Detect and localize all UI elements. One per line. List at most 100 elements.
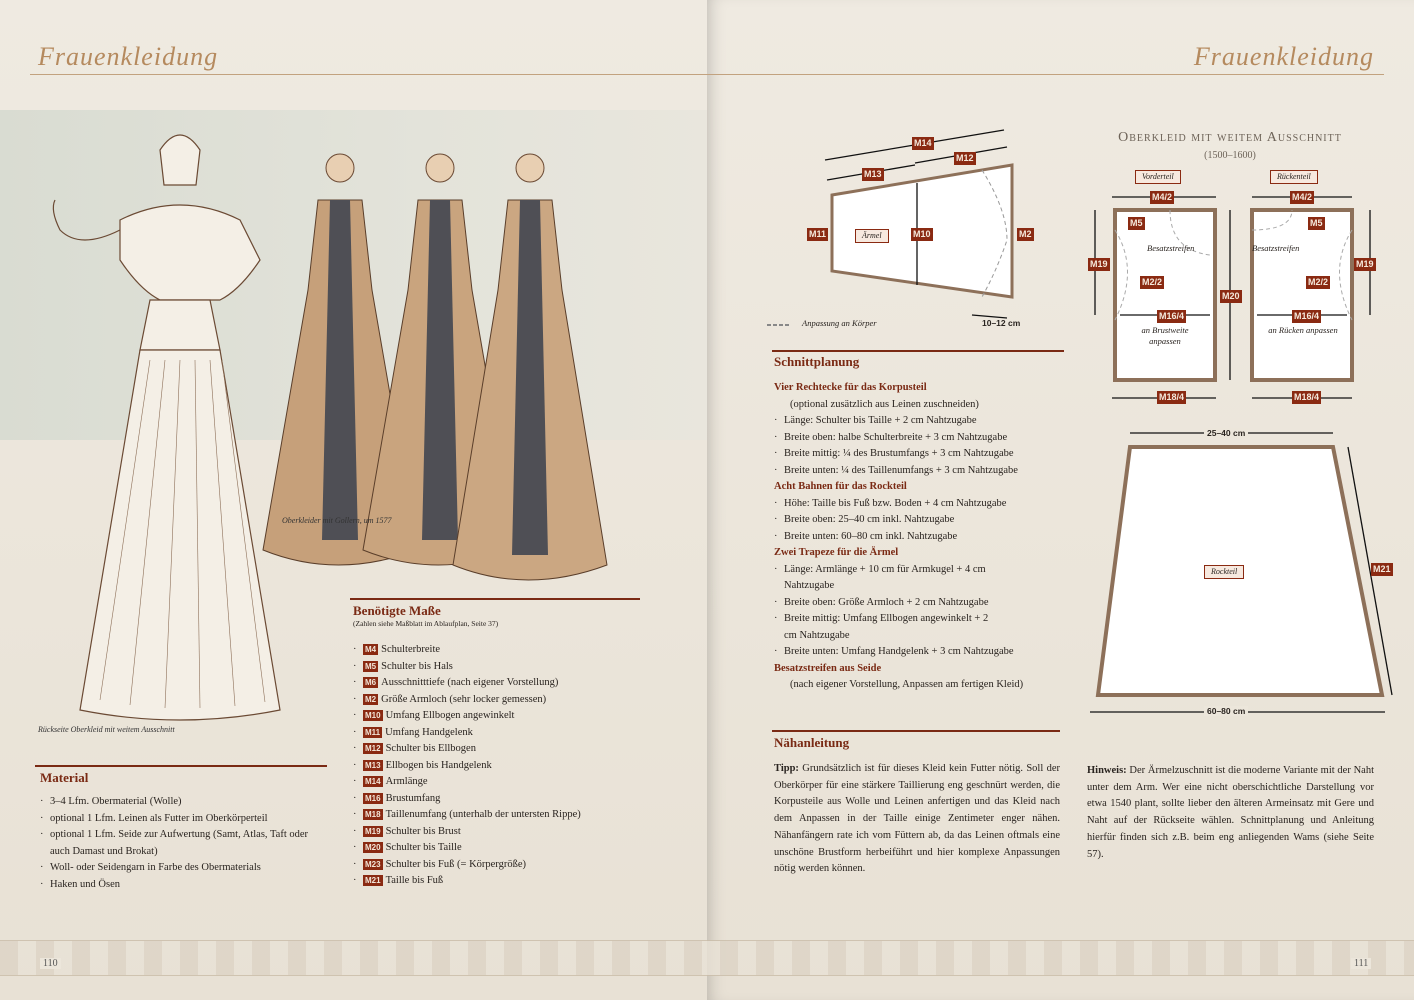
back-top: M4/2 — [1290, 191, 1315, 204]
right-page: Frauenkleidung M14 M13 M12 M11 M10 M2 Är… — [707, 0, 1414, 1000]
material-title: Material — [40, 770, 89, 785]
schnitt-item: Höhe: Taille bis Fuß bzw. Boden + 4 cm N… — [774, 496, 1074, 513]
measure-label: Schulter bis Brust — [385, 825, 461, 837]
label-m12: M12 — [954, 152, 976, 165]
measure-label: Taillenumfang (unterhalb der untersten R… — [385, 809, 581, 820]
measures-list: M4SchulterbreiteM5Schulter bis HalsM6Aus… — [353, 642, 643, 890]
measure-code: M21 — [363, 875, 383, 886]
measures-rule — [350, 598, 640, 600]
back-bottom: M18/4 — [1292, 391, 1322, 404]
naehen-text: Tipp: Grundsätzlich ist für dieses Kleid… — [774, 761, 1060, 878]
measure-label: Größe Armloch (sehr locker gemessen) — [381, 693, 547, 705]
front-trim: Besatzstreifen — [1147, 243, 1195, 253]
naehen-title: Nähanleitung — [774, 735, 850, 750]
schnitt-item: Länge: Schulter bis Taille + 2 cm Nahtzu… — [774, 413, 1074, 430]
page-number-right: 111 — [1351, 958, 1372, 969]
three-women-figures — [262, 153, 608, 581]
costume-illustration — [52, 134, 608, 721]
material-rule — [35, 765, 327, 767]
diagram-title: Oberkleid mit weitem Ausschnitt — [1118, 130, 1342, 145]
tip-label: Tipp: — [774, 763, 799, 774]
schnitt-section: Schnittplanung Vier Rechtecke für das Ko… — [774, 354, 1074, 694]
back-chest: M16/4 — [1292, 310, 1322, 323]
measure-code: M11 — [363, 726, 383, 738]
label-m14: M14 — [912, 137, 934, 150]
group-title: Besatzstreifen aus Seide — [774, 662, 882, 674]
label-m13: M13 — [862, 168, 884, 181]
back-neck: M5 — [1308, 217, 1325, 230]
naehen-section: Nähanleitung Tipp: Grundsätzlich ist für… — [774, 735, 1060, 878]
hinweis-label: Hinweis: — [1087, 765, 1127, 776]
front-side: M19 — [1088, 258, 1110, 271]
measure-label: Brustumfang — [385, 792, 441, 804]
measure-code: M6 — [363, 677, 379, 688]
measures-title: Benötigte Maße — [353, 603, 441, 618]
schnitt-item: Breite oben: halbe Schulterbreite + 3 cm… — [774, 430, 1074, 447]
tip-text: Grundsätzlich ist für dieses Kleid kein … — [774, 763, 1060, 875]
front-top: M4/2 — [1150, 191, 1175, 204]
tag-front: Vorderteil — [1135, 170, 1181, 184]
back-note: an Rücken anpassen — [1268, 325, 1338, 335]
material-item: optional 1 Lfm. Seide zur Aufwertung (Sa… — [40, 827, 330, 860]
tag-back: Rückenteil — [1270, 170, 1318, 184]
label-m11: M11 — [807, 228, 829, 241]
measure-code: M14 — [363, 776, 383, 787]
schnitt-item: Breite oben: 25–40 cm inkl. Nahtzugabe — [774, 512, 1074, 529]
front-arm: M2/2 — [1140, 276, 1165, 289]
measure-label: Schulter bis Taille — [385, 842, 462, 853]
running-head-left: Frauenkleidung — [38, 42, 219, 71]
front-bottom: M18/4 — [1157, 391, 1187, 404]
tag-skirt: Rockteil — [1204, 565, 1245, 579]
schnitt-item: Breite mittig: ¼ des Brustumfangs + 3 cm… — [774, 446, 1074, 463]
measure-label: Ausschnitttiefe (nach eigener Vorstellun… — [381, 677, 559, 688]
header-rule — [30, 74, 707, 75]
group-title: Zwei Trapeze für die Ärmel — [774, 547, 899, 558]
measure-label: Schulter bis Ellbogen — [385, 743, 476, 754]
hinweis-text: Hinweis: Der Ärmelzuschnitt ist die mode… — [1087, 763, 1374, 863]
measure-code: M23 — [363, 858, 383, 870]
material-item: optional 1 Lfm. Leinen als Futter im Obe… — [40, 811, 330, 828]
sleeve-allowance: 10–12 cm — [982, 318, 1021, 328]
schnitt-item: Breite unten: Umfang Handgelenk + 3 cm N… — [774, 644, 1074, 661]
material-section: Material 3–4 Lfm. Obermaterial (Wolle) o… — [40, 770, 330, 893]
skirt-height: M21 — [1371, 563, 1393, 576]
schnitt-title: Schnittplanung — [774, 354, 860, 369]
measure-code: M2 — [363, 693, 379, 705]
measure-code: M18 — [363, 809, 383, 820]
measure-code: M16 — [363, 792, 383, 804]
tag-sleeve: Ärmel — [855, 229, 889, 243]
skirt-top-width: 25–40 cm — [1204, 428, 1249, 438]
back-side: M19 — [1354, 258, 1376, 271]
back-trim: Besatzstreifen — [1252, 243, 1300, 253]
material-list: 3–4 Lfm. Obermaterial (Wolle) optional 1… — [40, 794, 330, 893]
measure-label: Ellbogen bis Handgelenk — [385, 759, 492, 771]
measure-code: M5 — [363, 660, 379, 672]
diagram-years: (1500–1600) — [1204, 150, 1256, 161]
measure-label: Schulterbreite — [381, 644, 441, 655]
header-rule — [707, 74, 1384, 75]
front-chest: M16/4 — [1157, 310, 1187, 323]
measure-code: M10 — [363, 710, 383, 721]
back-view-figure — [52, 134, 281, 721]
material-item: Woll- oder Seidengarn in Farbe des Oberm… — [40, 860, 330, 877]
group-title: Vier Rechtecke für das Korpusteil — [774, 382, 927, 393]
back-arm: M2/2 — [1306, 276, 1331, 289]
measure-code: M20 — [363, 842, 383, 853]
hinweis-section: Hinweis: Der Ärmelzuschnitt ist die mode… — [1087, 763, 1374, 863]
skirt-bottom-width: 60–80 cm — [1204, 706, 1249, 716]
measure-label: Umfang Ellbogen angewinkelt — [385, 710, 515, 721]
measure-code: M13 — [363, 759, 383, 771]
sleeve-legend: Anpassung an Körper — [802, 318, 877, 328]
